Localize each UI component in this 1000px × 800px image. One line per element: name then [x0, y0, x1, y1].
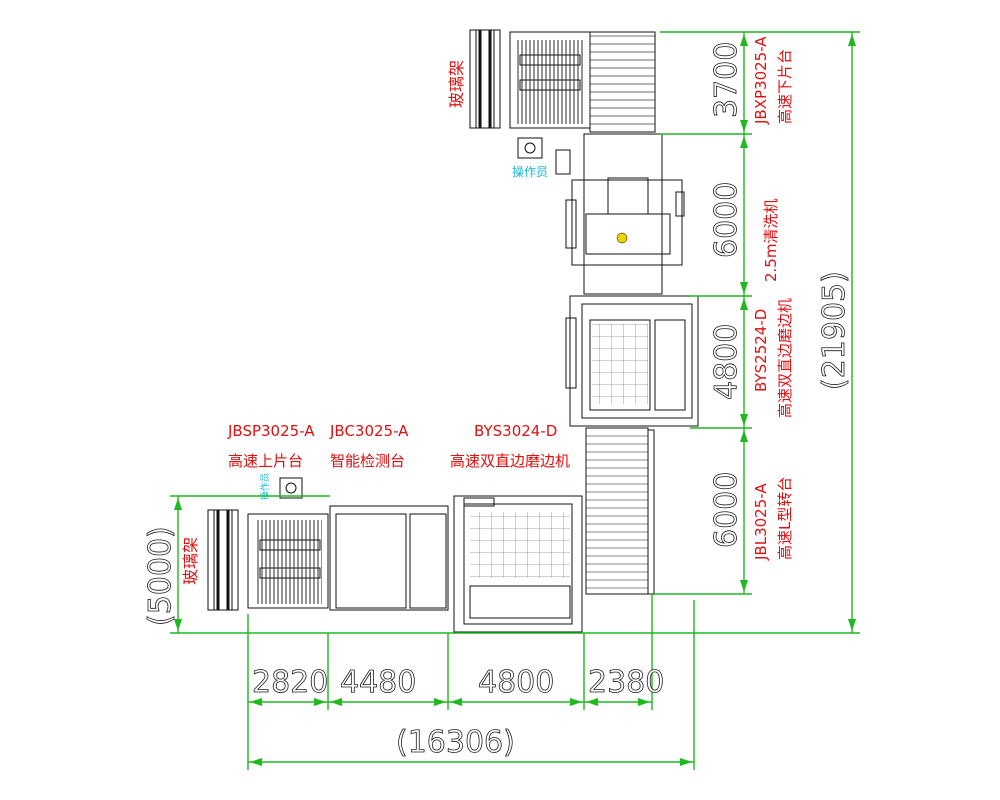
dim-6000-a: 6000	[709, 182, 744, 258]
unload-name: 高速下片台	[776, 49, 794, 124]
dim-6000-b: 6000	[709, 472, 744, 548]
operator-label-left: 操作员	[259, 473, 271, 500]
edger-machine-bottom	[453, 495, 583, 633]
dimension-lines	[170, 31, 860, 770]
dim-4480: 4480	[340, 665, 416, 700]
washing-machine	[565, 133, 685, 295]
dim-2820: 2820	[252, 665, 328, 700]
edger-right-model: BYS2524-D	[752, 309, 770, 392]
glass-rack-top-label: 玻璃架	[447, 60, 466, 108]
inspect-name: 智能检测台	[330, 452, 405, 470]
glass-rack-left	[207, 509, 239, 611]
dim-4800-v: 4800	[709, 324, 744, 400]
dim-total-horizontal: (16306)	[396, 725, 515, 760]
dim-3700: 3700	[709, 42, 744, 118]
glass-rack-top	[469, 29, 501, 129]
dim-5000: (5000)	[143, 526, 178, 626]
operator-label-top: 操作员	[512, 164, 548, 179]
dim-4800-h: 4800	[478, 665, 554, 700]
dim-total-vertical: (21905)	[817, 271, 852, 390]
unloading-table	[509, 31, 656, 133]
inspection-table	[329, 505, 449, 611]
glass-rack-left-label: 玻璃架	[181, 537, 200, 585]
loading-table	[247, 513, 329, 609]
load-model: JBSP3025-A	[227, 422, 315, 440]
edger-right-name: 高速双直边磨边机	[776, 298, 794, 418]
edger-machine-right	[565, 295, 699, 427]
operator-icon-left	[279, 477, 303, 499]
edger-name: 高速双直边磨边机	[450, 452, 570, 470]
wash-name: 2.5m清洗机	[762, 199, 780, 282]
turn-name: 高速L型转台	[776, 477, 794, 560]
load-name: 高速上片台	[228, 452, 303, 470]
inspect-model: JBC3025-A	[329, 422, 409, 440]
turn-model: JBL3025-A	[752, 483, 770, 561]
l-turntable	[585, 427, 655, 595]
dim-2380: 2380	[588, 665, 664, 700]
edger-model: BYS3024-D	[474, 422, 557, 440]
unload-model: JBXP3025-A	[752, 36, 770, 125]
operator-icon-top	[517, 137, 571, 175]
